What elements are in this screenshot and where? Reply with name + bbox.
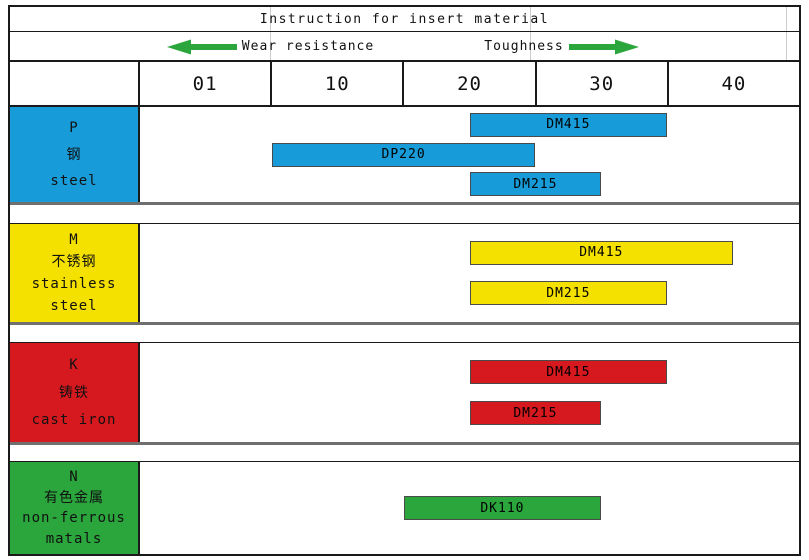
spacer-row [10, 325, 799, 343]
category-name-en2: matals [45, 531, 103, 548]
category-code: K [69, 356, 79, 373]
faint-gridline [270, 7, 271, 60]
category-name-cn: 钢 [66, 146, 82, 163]
category-name-en: cast iron [31, 412, 117, 429]
instruction-table: Instruction for insert material Wear res… [8, 5, 801, 556]
grade-bar-dm215: DM215 [469, 401, 602, 425]
wear-resistance-label: Wear resistance [241, 39, 375, 54]
grade-bar-dm415: DM415 [469, 240, 734, 265]
category-name-en: steel [50, 173, 98, 190]
grade-bar-label: DM215 [546, 285, 591, 301]
direction-legend-row: Wear resistance Toughness [10, 32, 799, 62]
material-row-n-non-ferrous: N 有色金属 non-ferrous matals DK110 [10, 462, 799, 554]
category-cell-k: K 铸铁 cast iron [10, 343, 140, 442]
toughness-arrow-icon [569, 39, 639, 55]
scale-tick-01: 01 [192, 72, 218, 95]
grade-bar-label: DM215 [513, 405, 558, 421]
grade-bar-dm415: DM415 [469, 112, 668, 137]
grade-bar-dm415: DM415 [469, 360, 668, 384]
grade-bar-dm215: DM215 [469, 172, 602, 197]
category-name-cn: 铸铁 [59, 384, 89, 401]
category-name-cn: 有色金属 [44, 489, 104, 506]
category-name-en: stainless [31, 276, 117, 292]
category-code: M [69, 232, 79, 248]
category-code: N [69, 468, 79, 485]
category-code: P [69, 119, 79, 136]
scale-tick-40: 40 [666, 62, 799, 105]
scale-tick-20: 20 [402, 62, 534, 105]
grade-bar-label: DM215 [513, 176, 558, 192]
grade-bar-dp220: DP220 [271, 142, 536, 167]
category-cell-n: N 有色金属 non-ferrous matals [10, 462, 140, 554]
grade-bar-label: DM415 [546, 117, 591, 133]
spacer-row [10, 205, 799, 224]
grade-bar-dm215: DM215 [469, 281, 668, 306]
spacer-row [10, 445, 799, 462]
grade-bar-label: DM415 [546, 364, 591, 380]
grade-bar-label: DP220 [381, 147, 426, 162]
category-cell-p: P 钢 steel [10, 107, 140, 202]
table-title-row: Instruction for insert material [10, 7, 799, 32]
page-title: Instruction for insert material [259, 11, 550, 27]
scale-tick-30: 30 [534, 62, 667, 105]
wear-resistance-arrow-icon [167, 39, 237, 55]
category-name-cn: 不锈钢 [51, 254, 97, 270]
scale-header-row: 01 10 20 30 40 [10, 62, 799, 107]
toughness-label: Toughness [484, 39, 564, 54]
category-cell-m: M 不锈钢 stainless steel [10, 224, 140, 322]
faint-gridline [530, 7, 531, 60]
grade-bar-dk110: DK110 [403, 496, 602, 520]
scale-tick-10: 10 [270, 62, 402, 105]
header-corner-cell [10, 62, 140, 105]
category-name-en2: steel [50, 298, 98, 314]
grade-bar-label: DK110 [480, 500, 525, 516]
grade-bar-label: DM415 [579, 245, 624, 261]
faint-gridline [786, 7, 787, 60]
plot-area-n: DK110 [140, 462, 799, 554]
category-name-en: non-ferrous [22, 510, 126, 527]
